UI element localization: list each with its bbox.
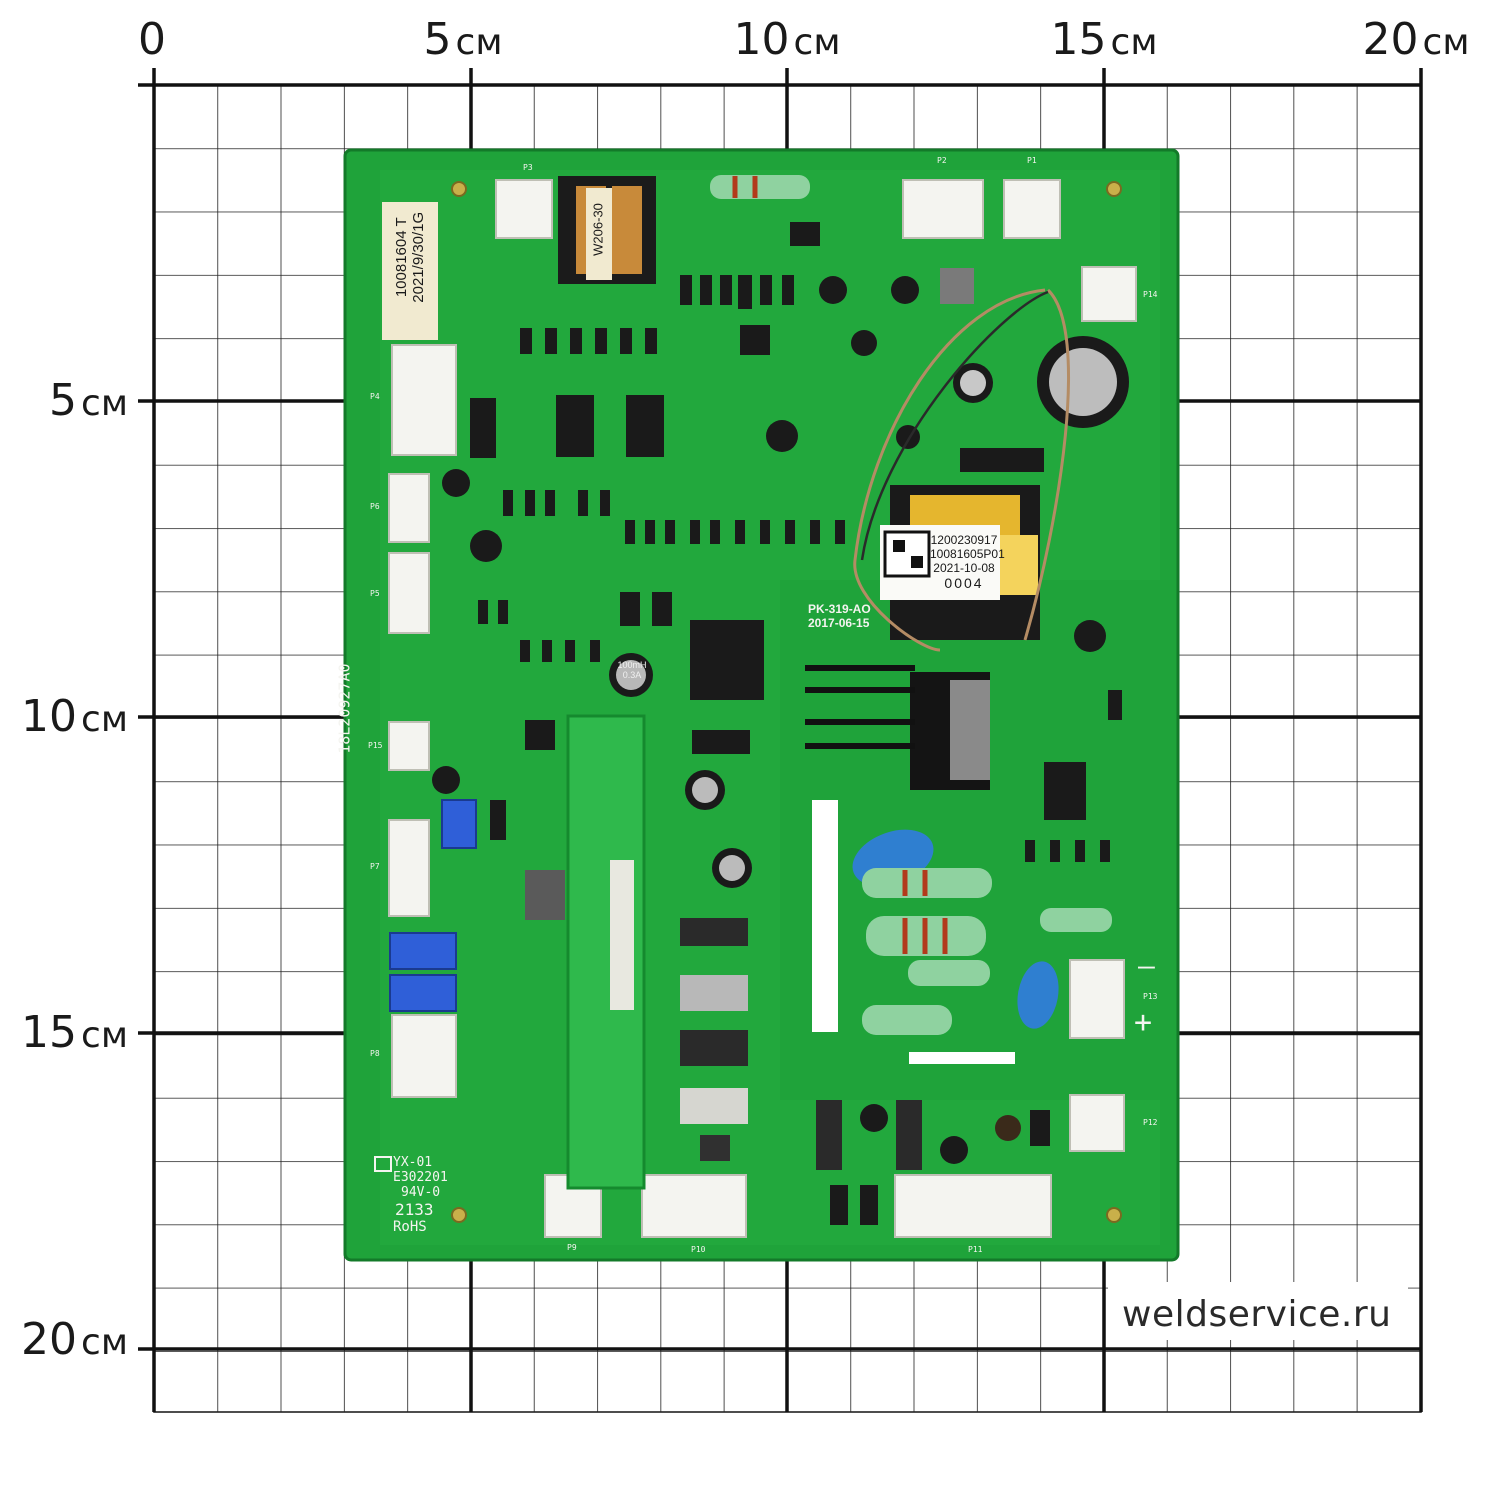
connector-p12 xyxy=(1069,1094,1125,1152)
connector-label-p2: P2 xyxy=(937,156,947,165)
connector-p4 xyxy=(391,344,457,456)
connector-label-p8: P8 xyxy=(370,1049,380,1058)
connector-label-p6: P6 xyxy=(370,502,380,511)
watermark-text: weldservice.ru xyxy=(1122,1294,1392,1335)
connector-label-p7: P7 xyxy=(370,862,380,871)
board-mark: PK-319-AO 2017-06-15 xyxy=(808,602,871,630)
sticker-top-left xyxy=(382,202,438,340)
connector-label-p4: P4 xyxy=(370,392,380,401)
sticker-top-left-text: 10081604 T 2021/9/30/1G xyxy=(392,211,427,303)
connector-label-p10: P10 xyxy=(691,1245,706,1254)
connectors xyxy=(388,179,1137,1238)
smd-parts xyxy=(478,268,1122,1225)
transformer-sticker-text: 1200230917 10081605P01 2021-10-08 0004 xyxy=(930,533,1005,592)
connector-p11 xyxy=(894,1174,1052,1238)
bottom-marks: YX-01 E302201 94V-0 2133 RoHS xyxy=(393,1155,448,1236)
connector-label-p13: P13 xyxy=(1143,992,1158,1001)
slot-horizontal xyxy=(909,1052,1015,1064)
slot-vertical xyxy=(812,800,838,1032)
connector-p5 xyxy=(388,552,430,634)
connector-p7 xyxy=(388,819,430,917)
connector-p6 xyxy=(388,473,430,543)
connector-p8 xyxy=(391,1014,457,1098)
connector-p3 xyxy=(495,179,553,239)
side-code: 18L20927A0 xyxy=(335,663,354,754)
choke-label: W206-30 xyxy=(590,203,606,256)
pcb-board xyxy=(343,148,1180,1262)
connector-label-p1: P1 xyxy=(1027,156,1037,165)
inductor-label: 100mH 0.3A xyxy=(617,660,647,681)
connector-label-p3: P3 xyxy=(523,163,533,172)
connector-label-p5: P5 xyxy=(370,589,380,598)
resistors xyxy=(710,175,1112,1035)
connector-label-p12: P12 xyxy=(1143,1118,1158,1127)
polarity-plus: + xyxy=(1134,1005,1153,1040)
connector-label-p9: P9 xyxy=(567,1243,577,1252)
mosfets xyxy=(680,918,748,1161)
ics xyxy=(470,222,1086,820)
connector-p10 xyxy=(641,1174,747,1238)
mounting-holes xyxy=(451,181,1122,1223)
ruler-top-label-0: 0 xyxy=(138,14,166,65)
connector-p1 xyxy=(1003,179,1061,239)
connector-p14 xyxy=(1081,266,1137,322)
polarity-minus: – xyxy=(1138,949,1155,982)
power-transistor-heatsink xyxy=(805,665,990,790)
connector-label-p15: P15 xyxy=(368,741,383,750)
connector-p15 xyxy=(388,721,430,771)
connector-label-p11: P11 xyxy=(968,1245,983,1254)
connector-p2 xyxy=(902,179,984,239)
connector-label-p14: P14 xyxy=(1143,290,1158,299)
trim-pots xyxy=(389,799,477,1012)
connector-p13 xyxy=(1069,959,1125,1039)
transformer xyxy=(880,485,1040,640)
